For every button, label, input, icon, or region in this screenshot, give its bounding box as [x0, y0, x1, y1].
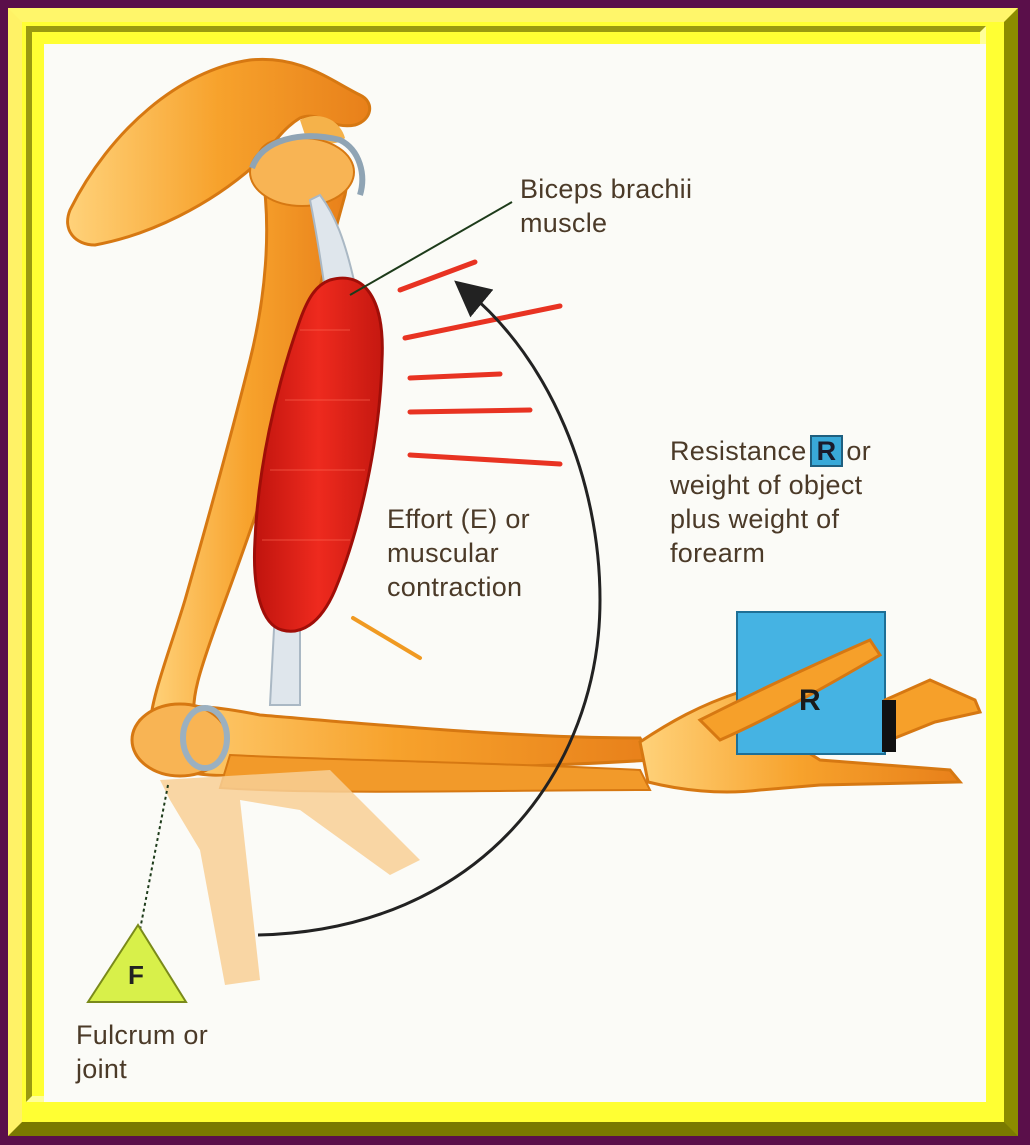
box-shadow-edge: [882, 700, 896, 752]
fulcrum-label-line-1: Fulcrum or: [76, 1018, 208, 1052]
fulcrum-letter: F: [128, 958, 144, 992]
resistance-inline-box: R: [810, 435, 844, 467]
resistance-word: Resistance: [670, 436, 807, 466]
resistance-or: or: [846, 436, 871, 466]
effort-label-line-2: muscular: [387, 536, 530, 570]
effort-label-line-3: contraction: [387, 570, 530, 604]
resistance-label-line-4: forearm: [670, 536, 871, 570]
biceps-label-line-1: Biceps brachii: [520, 172, 692, 206]
fulcrum-label-line-2: joint: [76, 1052, 208, 1086]
resistance-box-letter: R: [799, 684, 821, 718]
biceps-label-line-2: muscle: [520, 206, 692, 240]
fulcrum-leader-line: [138, 785, 168, 940]
biceps-label: Biceps brachii muscle: [520, 172, 692, 240]
resistance-label-line-2: weight of object: [670, 468, 871, 502]
effort-label-line-1: Effort (E) or: [387, 502, 530, 536]
fulcrum-label: Fulcrum or joint: [76, 1018, 208, 1086]
effort-label: Effort (E) or muscular contraction: [387, 502, 530, 604]
fingers-bones: [885, 680, 980, 740]
faded-forearm-bones: [160, 770, 420, 985]
resistance-label-line-3: plus weight of: [670, 502, 871, 536]
